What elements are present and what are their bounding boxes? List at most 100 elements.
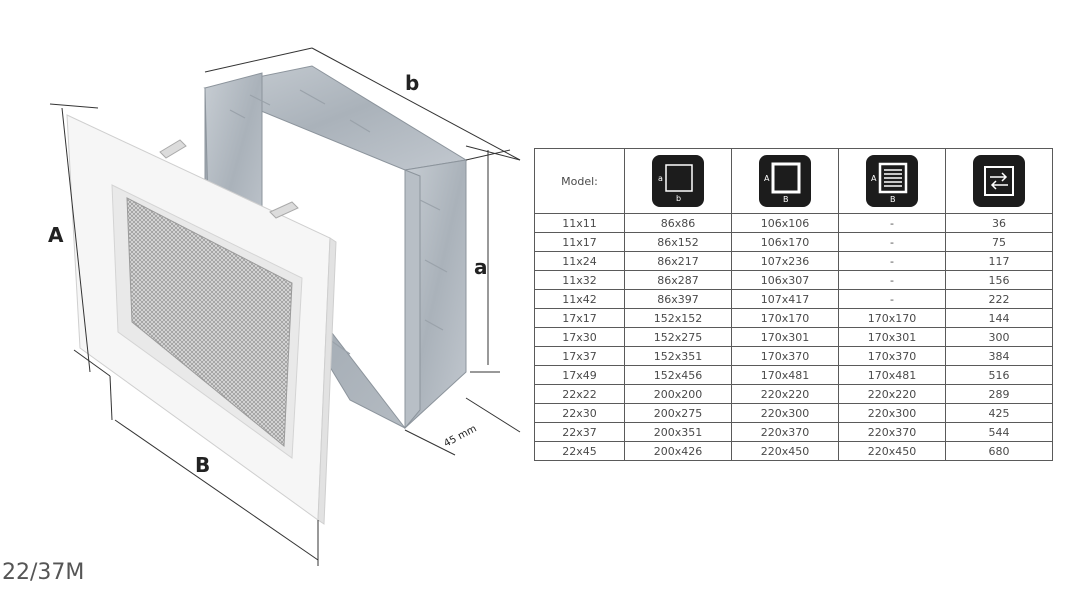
- grille-size-cell: 220x220: [838, 384, 946, 404]
- outer-size-cell: 220x300: [731, 403, 839, 423]
- outer-size-cell: 170x481: [731, 365, 839, 385]
- model-cell: 11x24: [534, 251, 625, 271]
- outer-size-cell: 107x236: [731, 251, 839, 271]
- table-header-row: Model: a b A B: [534, 148, 1053, 214]
- inner-size-cell: 86x217: [624, 251, 732, 271]
- outer-size-cell: 106x106: [731, 213, 839, 233]
- outer-size-cell: 220x450: [731, 441, 839, 461]
- inner-size-cell: 86x86: [624, 213, 732, 233]
- dim-A-label: A: [48, 223, 64, 247]
- airflow-cell: 117: [945, 251, 1053, 271]
- model-cell: 22x45: [534, 441, 625, 461]
- grille-size-cell: -: [838, 289, 946, 309]
- airflow-cell: 425: [945, 403, 1053, 423]
- grille-size-cell: 170x370: [838, 346, 946, 366]
- airflow-cell: 680: [945, 441, 1053, 461]
- grille-size-cell: 220x450: [838, 441, 946, 461]
- inner-size-icon: a b: [652, 155, 704, 207]
- outer-size-cell: 170x301: [731, 327, 839, 347]
- grille-size-cell: 220x370: [838, 422, 946, 442]
- outer-size-icon: A B: [759, 155, 811, 207]
- inner-size-cell: 86x287: [624, 270, 732, 290]
- grille-size-cell: -: [838, 232, 946, 252]
- outer-size-cell: 170x370: [731, 346, 839, 366]
- airflow-cell: 300: [945, 327, 1053, 347]
- model-cell: 11x42: [534, 289, 625, 309]
- airflow-cell: 222: [945, 289, 1053, 309]
- model-cell: 17x30: [534, 327, 625, 347]
- airflow-cell: 75: [945, 232, 1053, 252]
- inner-size-cell: 152x456: [624, 365, 732, 385]
- grille-size-cell: -: [838, 251, 946, 271]
- model-code: 22/37M: [2, 560, 85, 585]
- outer-size-cell: 106x307: [731, 270, 839, 290]
- icon-letter-b: b: [676, 194, 681, 203]
- grille-size-cell: 170x301: [838, 327, 946, 347]
- model-cell: 22x30: [534, 403, 625, 423]
- airflow-cell: 384: [945, 346, 1053, 366]
- airflow-icon: [973, 155, 1025, 207]
- model-cell: 17x17: [534, 308, 625, 328]
- icon-letter-B-grille: B: [890, 195, 896, 204]
- inner-size-cell: 200x200: [624, 384, 732, 404]
- outer-size-cell: 107x417: [731, 289, 839, 309]
- dim-B-label: B: [195, 453, 210, 477]
- icon-letter-B: B: [783, 195, 789, 204]
- model-cell: 17x49: [534, 365, 625, 385]
- inner-size-cell: 152x275: [624, 327, 732, 347]
- dim-a-label: a: [474, 255, 488, 279]
- grille-size-cell: -: [838, 270, 946, 290]
- dimension-lines: [49, 47, 521, 566]
- icon-letter-a: a: [658, 174, 663, 183]
- white-grille: [66, 114, 337, 525]
- inner-size-cell: 152x351: [624, 346, 732, 366]
- model-cell: 22x37: [534, 422, 625, 442]
- icon-letter-A-grille: A: [871, 174, 877, 183]
- inner-size-cell: 200x275: [624, 403, 732, 423]
- depth-label: 45 mm: [442, 423, 478, 449]
- airflow-header: [945, 148, 1053, 214]
- inner-size-cell: 86x397: [624, 289, 732, 309]
- model-cell: 11x11: [534, 213, 625, 233]
- outer-size-cell: 220x370: [731, 422, 839, 442]
- model-cell: 17x37: [534, 346, 625, 366]
- airflow-cell: 544: [945, 422, 1053, 442]
- grille-size-cell: 220x300: [838, 403, 946, 423]
- outer-size-cell: 106x170: [731, 232, 839, 252]
- airflow-cell: 156: [945, 270, 1053, 290]
- grille-size-cell: 170x170: [838, 308, 946, 328]
- icon-letter-A: A: [764, 174, 770, 183]
- outer-size-header: A B: [731, 148, 839, 214]
- inner-size-cell: 200x351: [624, 422, 732, 442]
- airflow-cell: 289: [945, 384, 1053, 404]
- model-cell: 11x17: [534, 232, 625, 252]
- grille-size-icon: A B: [866, 155, 918, 207]
- airflow-cell: 36: [945, 213, 1053, 233]
- airflow-cell: 516: [945, 365, 1053, 385]
- size-table: Model: a b A B: [534, 148, 1053, 461]
- grille-size-header: A B: [838, 148, 946, 214]
- grille-size-cell: 170x481: [838, 365, 946, 385]
- grille-size-cell: -: [838, 213, 946, 233]
- model-cell: 22x22: [534, 384, 625, 404]
- inner-size-header: a b: [624, 148, 732, 214]
- model-cell: 11x32: [534, 270, 625, 290]
- outer-size-cell: 220x220: [731, 384, 839, 404]
- inner-size-cell: 200x426: [624, 441, 732, 461]
- inner-size-cell: 86x152: [624, 232, 732, 252]
- dim-b-label: b: [405, 71, 419, 95]
- inner-size-cell: 152x152: [624, 308, 732, 328]
- airflow-cell: 144: [945, 308, 1053, 328]
